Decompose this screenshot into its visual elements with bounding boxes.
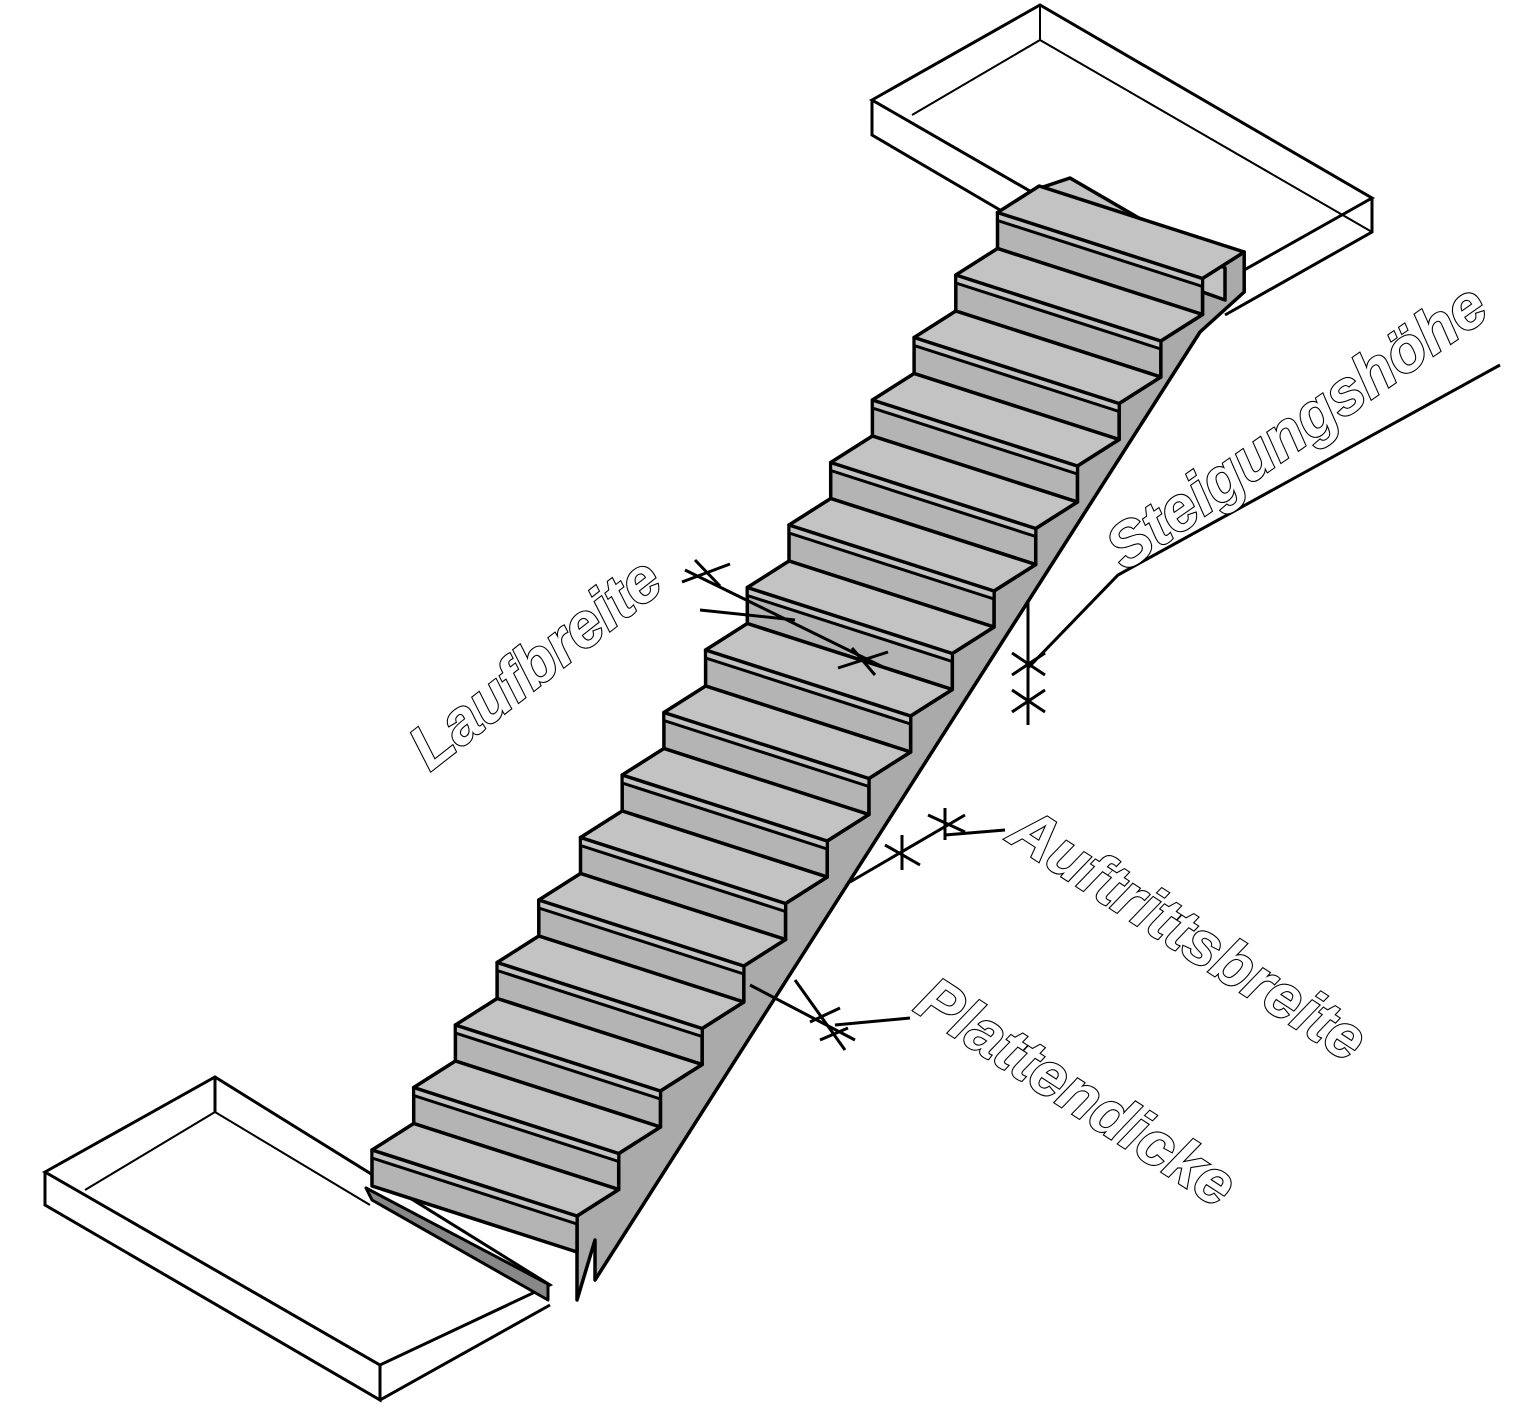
staircase — [364, 176, 1246, 1302]
bottom-floor-plate — [364, 1186, 550, 1302]
step-tread — [620, 746, 871, 843]
dimension-marks — [681, 363, 1501, 1051]
step-tread — [370, 1121, 621, 1218]
step-tread — [495, 934, 746, 1031]
label-laufbreite: Laufbreite — [396, 544, 675, 783]
label-auftrittsbreite: Auftrittsbreite — [996, 793, 1379, 1075]
step-tread — [411, 1059, 663, 1156]
step-tread — [787, 496, 1038, 593]
step-tread — [954, 246, 1205, 343]
step-tread — [912, 309, 1163, 406]
label-plattendicke: Plattendicke — [904, 964, 1248, 1221]
step-tread — [578, 809, 829, 906]
step-tread — [745, 559, 996, 656]
step-tread — [870, 371, 1121, 468]
step-tread — [828, 434, 1080, 531]
step-tread — [995, 184, 1246, 281]
step-tread — [453, 996, 704, 1093]
step-tread — [537, 871, 788, 968]
step-tread — [703, 621, 955, 718]
bottom-landing — [41, 1075, 554, 1403]
step-tread — [662, 684, 913, 781]
